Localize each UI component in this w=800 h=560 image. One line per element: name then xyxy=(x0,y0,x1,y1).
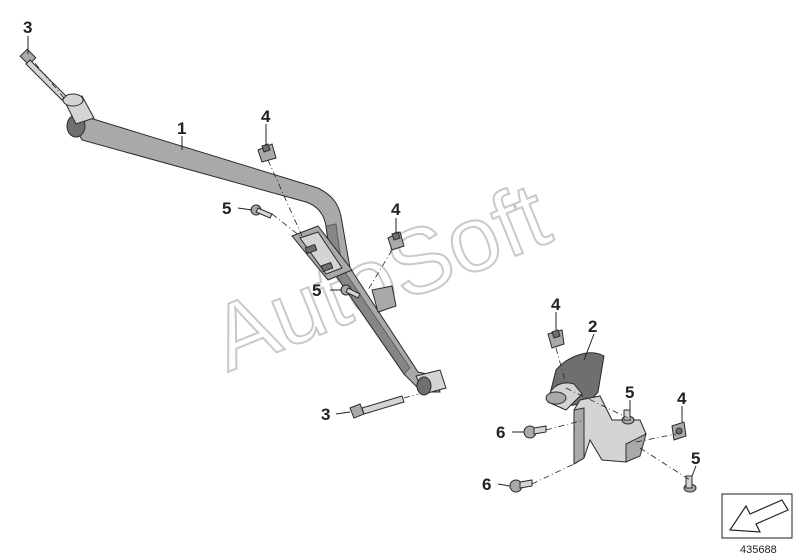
main-bar-part xyxy=(62,93,447,396)
screw-e-part xyxy=(523,425,547,439)
bracket-part xyxy=(545,352,647,465)
screw-a-part xyxy=(250,204,273,219)
callout-screw-b: 5 xyxy=(312,281,321,300)
callout-nut-d: 4 xyxy=(677,389,687,408)
callout-screw-e: 6 xyxy=(496,423,505,442)
direction-arrow-box xyxy=(721,493,793,539)
callout-bracket: 2 xyxy=(588,317,597,336)
callout-screw-c: 5 xyxy=(625,383,634,402)
watermark-text: AutoSoft xyxy=(197,164,562,391)
callout-nut-a: 4 xyxy=(261,107,271,126)
screw-d-part xyxy=(683,475,697,493)
callout-bolt-bottom: 3 xyxy=(321,405,330,424)
callout-nut-b: 4 xyxy=(391,200,401,219)
callout-screw-d: 5 xyxy=(691,449,700,468)
nut-c-part xyxy=(547,329,565,349)
screw-c-part xyxy=(621,409,635,425)
screw-f-part xyxy=(509,479,533,493)
nut-a-part xyxy=(257,143,277,163)
callout-bar: 1 xyxy=(177,119,186,138)
callout-nut-c: 4 xyxy=(551,295,561,314)
diagram-id: 435688 xyxy=(740,544,777,556)
nut-d-part xyxy=(671,421,687,441)
bolt-top-part xyxy=(19,48,67,101)
leader-lines xyxy=(27,36,697,487)
arrow-icon xyxy=(728,499,789,533)
callout-bolt-top: 3 xyxy=(23,18,32,37)
callout-screw-f: 6 xyxy=(482,475,491,494)
bolt-bottom-part xyxy=(349,395,405,419)
callout-screw-a: 5 xyxy=(222,199,231,218)
